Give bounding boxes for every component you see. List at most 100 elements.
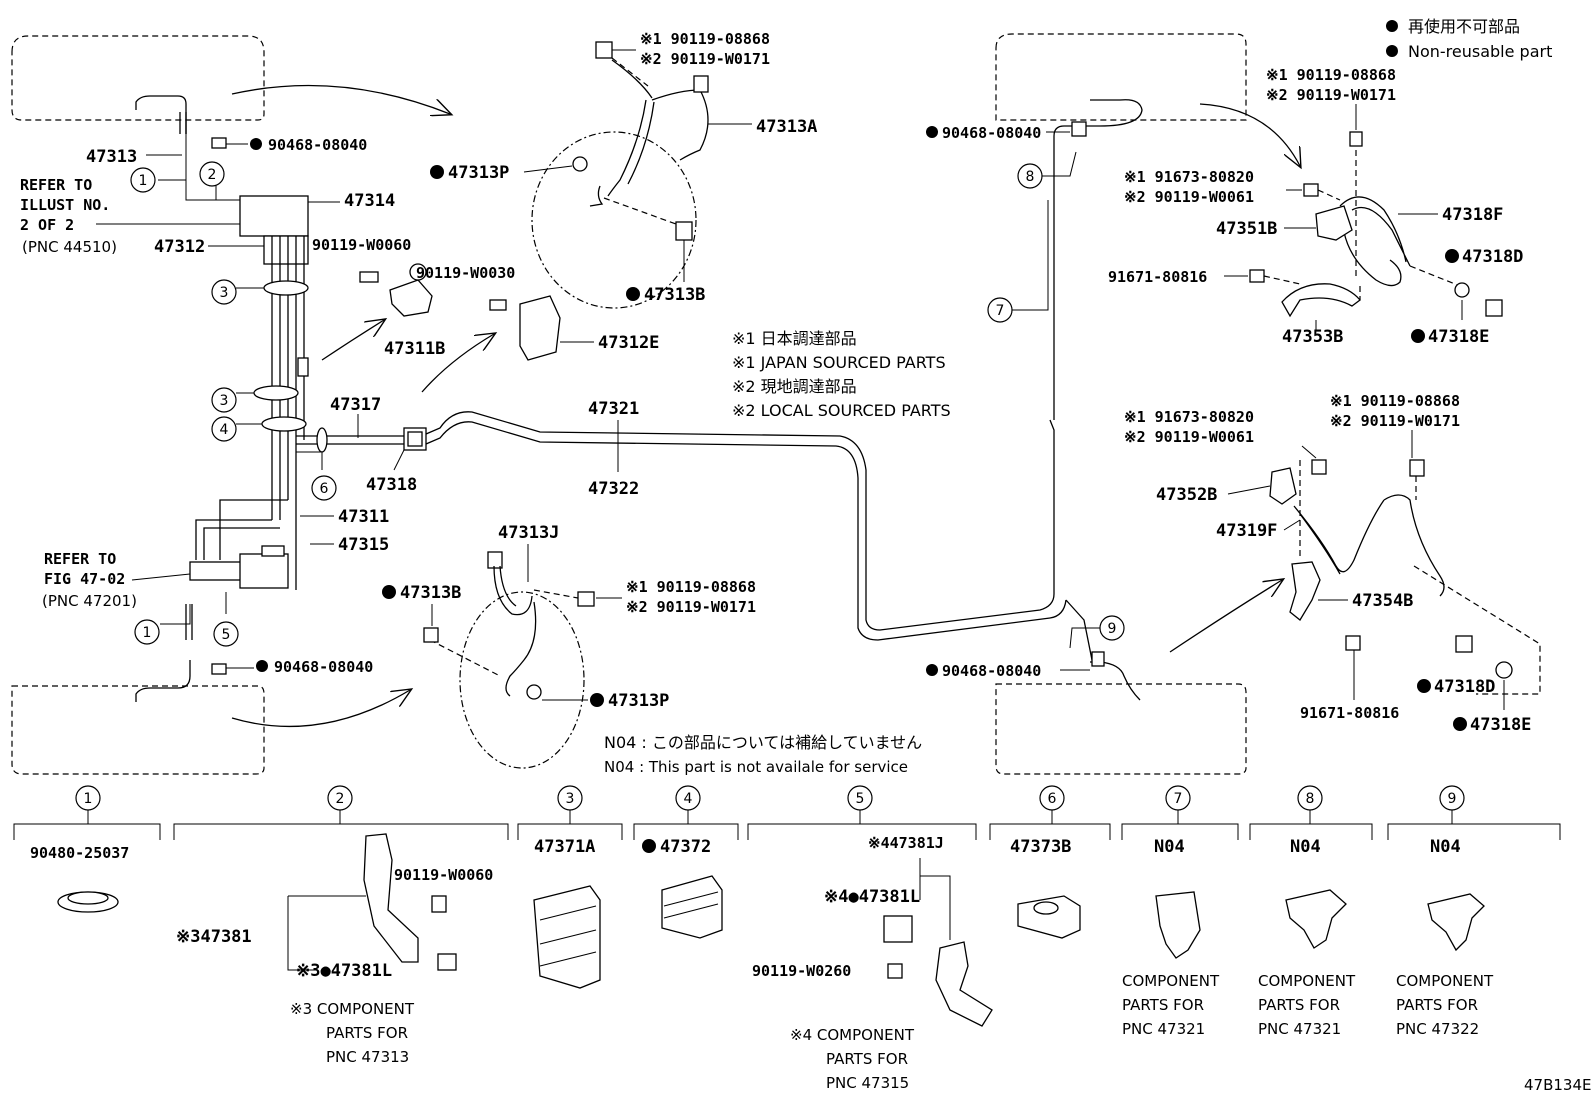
c5-note-line2: PARTS FOR (826, 1050, 908, 1068)
bolt-s1-80820-rb: ※1 91673-80820 (1124, 408, 1254, 426)
legend: 再使用不可部品 Non-reusable part (1386, 17, 1552, 61)
bolt-s2-w0061-rt: ※2 90119-W0061 (1124, 188, 1254, 206)
part-47381L: ※3●47381L (296, 961, 392, 981)
svg-text:6: 6 (1048, 791, 1057, 807)
svg-text:3: 3 (220, 393, 229, 409)
non-reusable-dot-icon (626, 287, 640, 301)
component-1: 90480-25037 (30, 844, 129, 913)
callout-circles: 1 2 3 3 4 6 1 5 8 7 9 (130, 151, 1125, 649)
bolt-s1-08868: ※1 90119-08868 (640, 30, 770, 48)
non-reusable-dot-icon (1453, 717, 1467, 731)
clip-icon (1155, 891, 1201, 959)
bolt-w0030: 90119-W0030 (416, 264, 515, 282)
part-47351B: 47351B (1216, 219, 1277, 239)
part-N04-9: N04 (1430, 837, 1461, 857)
c2-note-line2: PARTS FOR (326, 1024, 408, 1042)
bracket-icon (935, 941, 993, 1027)
grommet-label-right-bottom: 90468-08040 (942, 662, 1041, 680)
clamp-47312E (489, 295, 561, 361)
refer-fig-line2: FIG 47-02 (44, 570, 125, 588)
callout-5 (213, 621, 239, 647)
component-9: N04 COMPONENT PARTS FOR PNC 47322 (1396, 837, 1494, 1038)
svg-text:5: 5 (856, 791, 865, 807)
refer-illust-line4: (PNC 44510) (22, 238, 117, 256)
refer-illust-line2: ILLUST NO. (20, 196, 110, 214)
n04-note-jp: N04 : この部品については補給していません (604, 733, 922, 752)
part-47318E: 47318E (1428, 327, 1489, 347)
part-47319F: 47319F (1216, 521, 1277, 541)
c8-note-line1: COMPONENT (1258, 972, 1356, 990)
figure-id: 47B134E (1524, 1076, 1592, 1094)
non-reusable-dot-icon (250, 138, 262, 150)
grommet-label-right-top: 90468-08040 (942, 124, 1041, 142)
part-47317: 47317 (330, 395, 381, 415)
non-reusable-dot-icon (926, 664, 938, 676)
c5-note-line3: PNC 47315 (826, 1074, 909, 1092)
bolt-s1-08868-rb: ※1 90119-08868 (1330, 392, 1460, 410)
clip-icon (883, 915, 913, 943)
part-47381: ※347381 (176, 927, 252, 947)
component-4: 47372 (642, 837, 723, 939)
bolt-s1-08868-rt: ※1 90119-08868 (1266, 66, 1396, 84)
non-reusable-dot-icon (1411, 329, 1425, 343)
part-90480-25037: 90480-25037 (30, 844, 129, 862)
note-local-sourced-en: ※2 LOCAL SOURCED PARTS (732, 401, 951, 420)
part-47318D-lower: 47318D (1434, 677, 1495, 697)
callout-1 (134, 619, 160, 645)
callout-1 (130, 167, 156, 193)
svg-text:8: 8 (1306, 791, 1315, 807)
bolt-w0060: 90119-W0060 (312, 236, 411, 254)
non-reusable-dot-icon (382, 585, 396, 599)
component-2: 90119-W0060 ※347381 ※3●47381L ※3 COMPONE… (176, 833, 493, 1066)
svg-text:2: 2 (208, 167, 217, 183)
clamp-47311B (359, 263, 433, 317)
c7-note-line2: PARTS FOR (1122, 996, 1204, 1014)
c2-note-line1: ※3 COMPONENT (290, 1000, 415, 1018)
clip-icon (1427, 893, 1485, 952)
part-47318D: 47318D (1462, 247, 1523, 267)
hose-47313A (531, 41, 709, 309)
part-47381J: ※447381J (868, 834, 944, 852)
part-47352B: 47352B (1156, 485, 1217, 505)
non-reusable-dot-icon (430, 165, 444, 179)
component-7: N04 COMPONENT PARTS FOR PNC 47321 (1122, 837, 1220, 1038)
grommet-label-top: 90468-08040 (268, 136, 367, 154)
non-reusable-dot-icon (1417, 679, 1431, 693)
part-47315: 47315 (338, 535, 389, 555)
part-47313B-lower: 47313B (400, 583, 461, 603)
clamp-icon (1017, 895, 1081, 939)
part-47311B: 47311B (384, 339, 445, 359)
non-reusable-dot-icon (642, 839, 656, 853)
c9-note-line2: PARTS FOR (1396, 996, 1478, 1014)
c9-note-line3: PNC 47322 (1396, 1020, 1479, 1038)
note-jp-sourced-jp: ※1 日本調達部品 (732, 329, 857, 348)
part-47318: 47318 (366, 475, 417, 495)
svg-text:9: 9 (1448, 791, 1457, 807)
bolt-s2-w0171-rt: ※2 90119-W0171 (1266, 86, 1396, 104)
callout-2 (199, 161, 225, 187)
part-47318F: 47318F (1442, 205, 1503, 225)
refer-illust-line1: REFER TO (20, 176, 92, 194)
c7-note-line3: PNC 47321 (1122, 1020, 1205, 1038)
non-reusable-dot-icon (1386, 20, 1398, 32)
part-47313B: 47313B (644, 285, 705, 305)
bracket-icon (363, 833, 419, 963)
bolt-w0060-component: 90119-W0060 (394, 866, 493, 884)
svg-text:1: 1 (143, 625, 152, 641)
hose-47319F (1090, 459, 1541, 701)
c2-note-line3: PNC 47313 (326, 1048, 409, 1066)
clamp-icon (661, 875, 723, 939)
bolt-s2-w0171-lower: ※2 90119-W0171 (626, 598, 756, 616)
component-6: 47373B (1010, 837, 1081, 939)
hose-47318F (1071, 99, 1503, 318)
c8-note-line2: PARTS FOR (1258, 996, 1340, 1014)
non-reusable-dot-icon (1445, 249, 1459, 263)
svg-text:3: 3 (220, 285, 229, 301)
callout-4 (211, 416, 237, 442)
center-mid-labels: 47321 47322 (588, 399, 639, 499)
callout-3 (211, 387, 237, 413)
sourcing-notes: ※1 日本調達部品 ※1 JAPAN SOURCED PARTS ※2 現地調達… (732, 329, 951, 420)
brake-lines-47321-47322 (425, 125, 1101, 663)
bolt-s2-w0171-rb: ※2 90119-W0171 (1330, 412, 1460, 430)
